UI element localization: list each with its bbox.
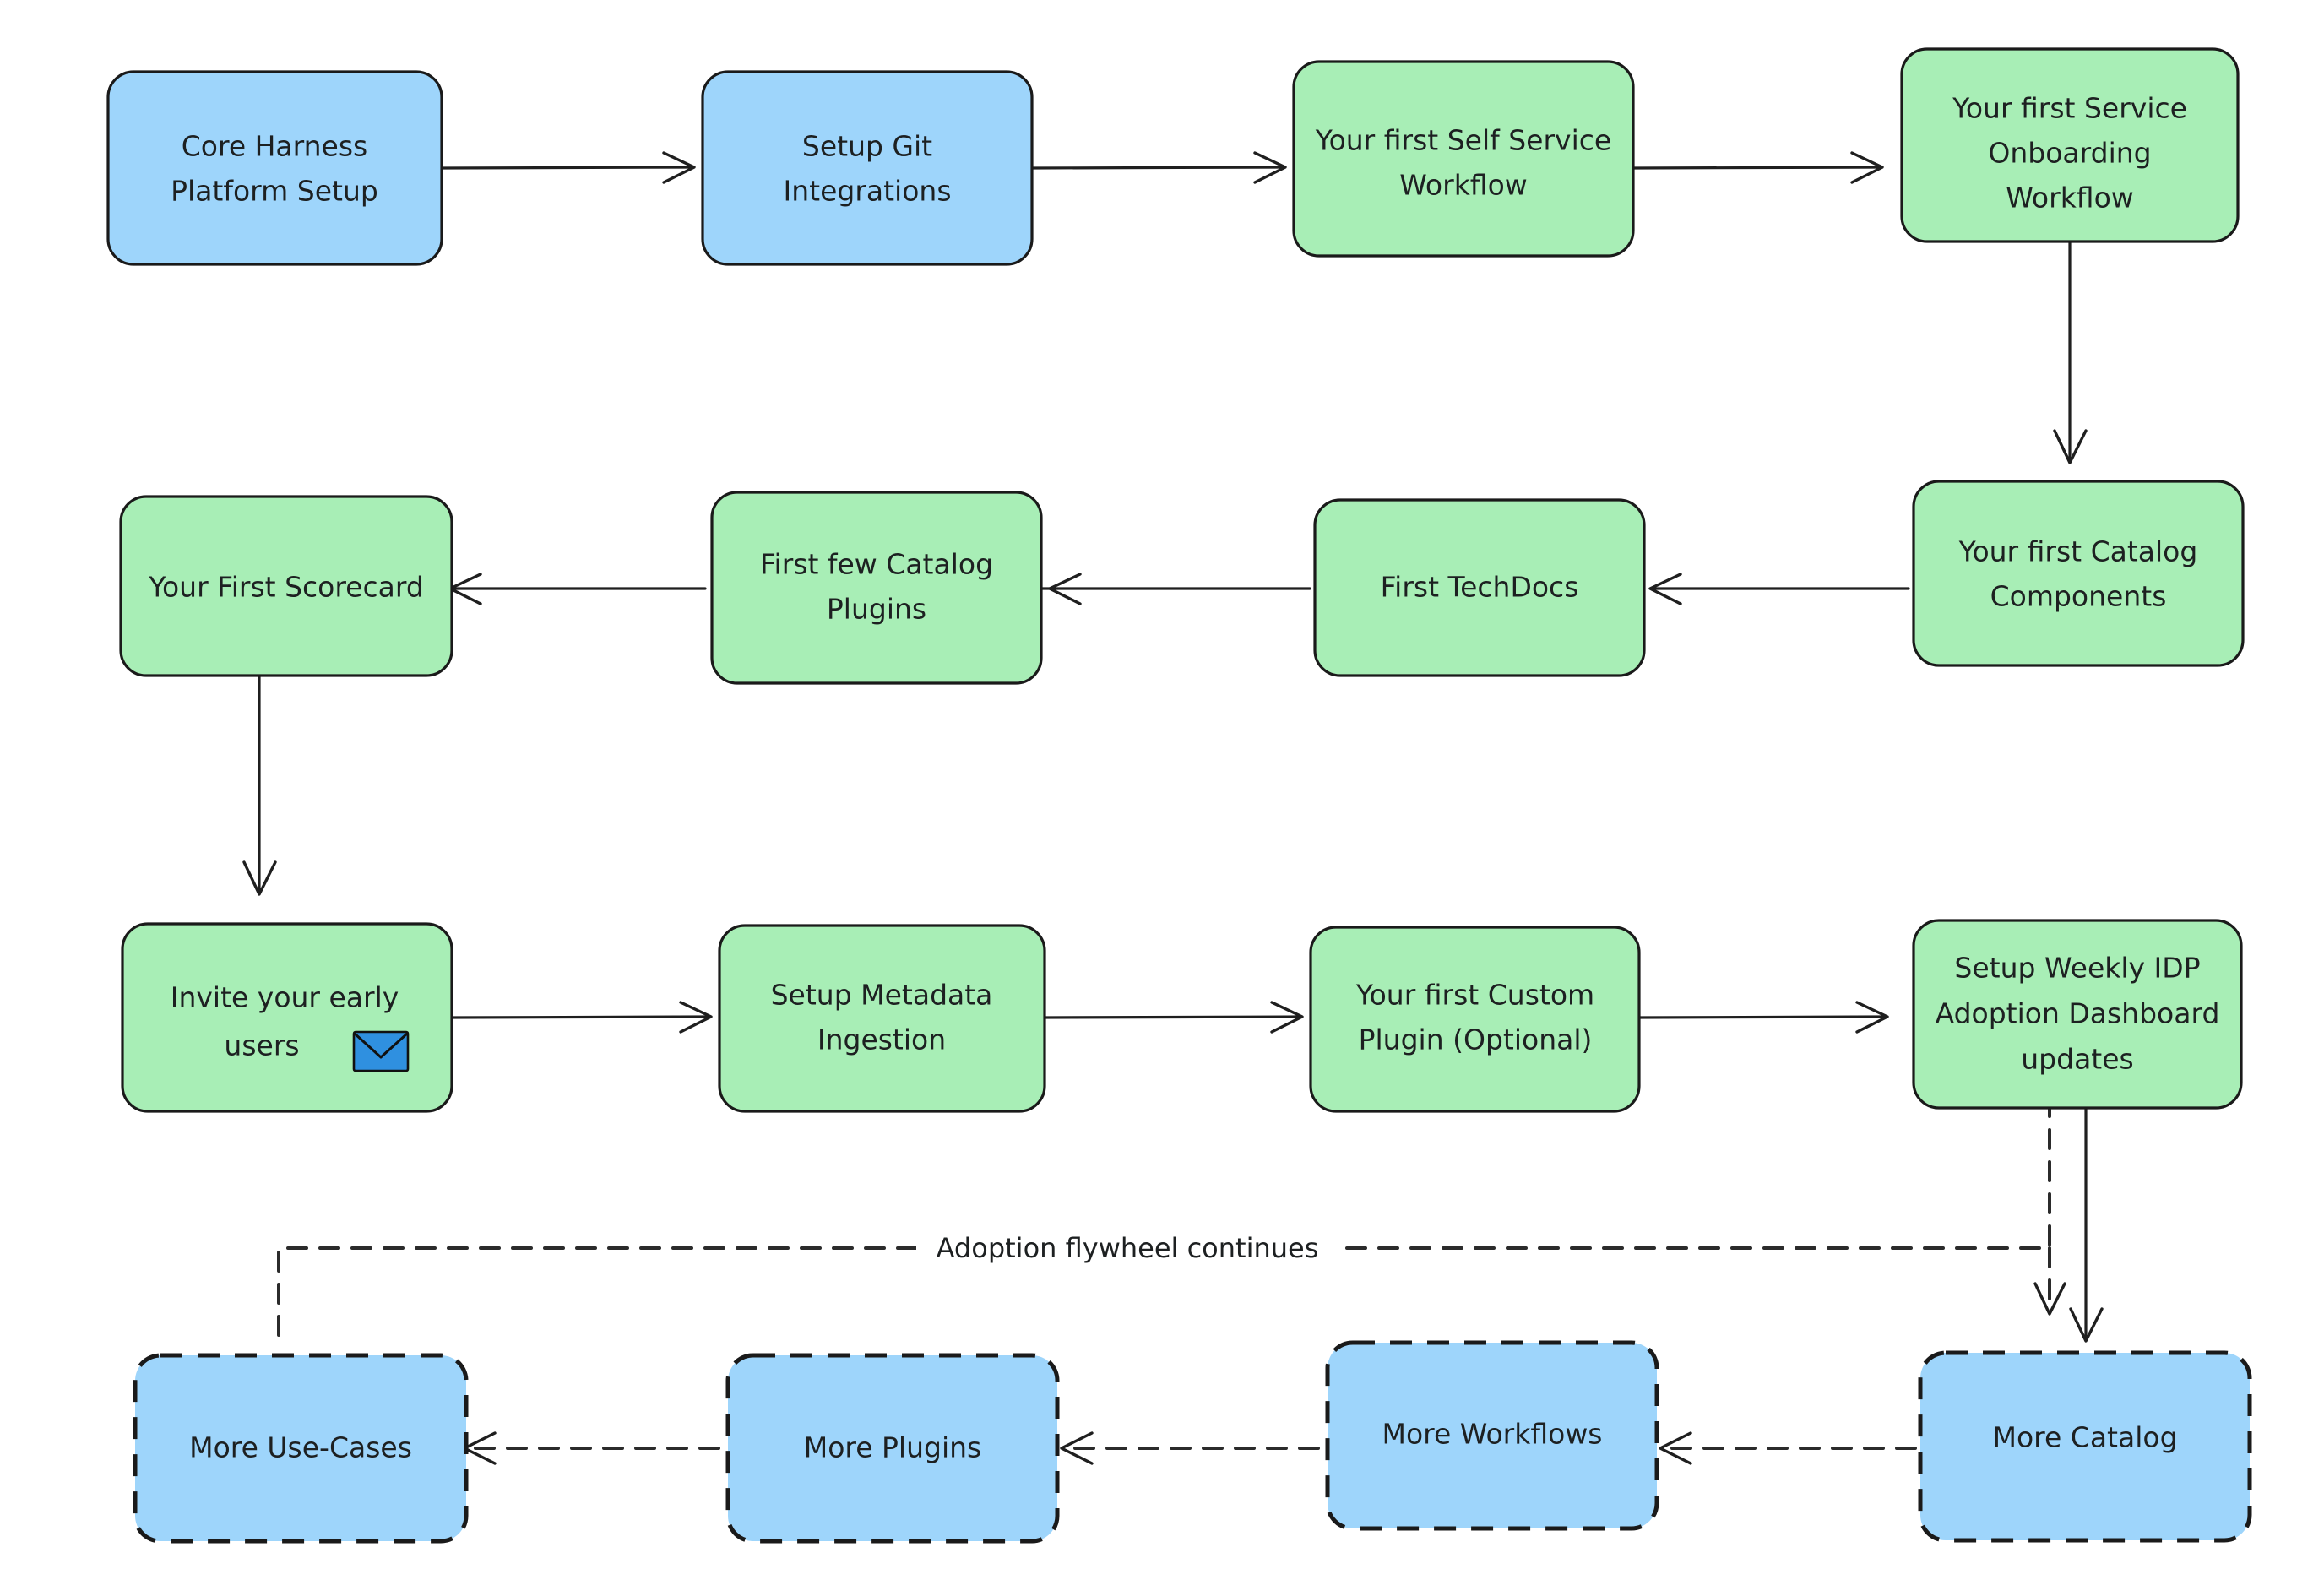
node-more-workflows-line1: More Workflows [1382,1418,1602,1451]
node-setup-git-integrations-line1: Setup Git [802,130,932,163]
flywheel-label-backdrop [916,1227,1338,1271]
node-your-first-scorecard-line1: Your First Scorecard [148,571,424,604]
node-your-first-service-onboarding-workflow-shape[interactable] [1900,47,2240,243]
node-your-first-custom-plugin[interactable]: Your first Custom Plugin (Optional) [1309,926,1641,1113]
node-first-few-catalog-plugins-line1: First few Catalog [760,548,993,581]
node-more-catalog-line1: More Catalog [1992,1421,2177,1454]
node-core-harness-platform-setup-shape[interactable] [106,70,443,266]
node-your-first-catalog-components-line2: Components [1990,580,2167,613]
node-invite-your-early-users-shape[interactable] [121,922,453,1113]
edge-onboarding-to-catalog-components [2053,239,2088,464]
node-more-use-cases-shape[interactable] [133,1353,469,1544]
node-first-techdocs-line1: First TechDocs [1381,571,1579,604]
nodes-layer: Core Harness Platform Setup Setup Git In… [106,47,2252,1544]
node-setup-weekly-idp-line1: Setup Weekly IDP [1954,952,2200,985]
edge-weekly-idp-to-more-catalog [2069,1096,2104,1343]
node-more-catalog[interactable]: More Catalog [1918,1350,2252,1543]
node-more-plugins-shape[interactable] [725,1353,1060,1544]
node-your-first-catalog-components-line1: Your first Catalog [1958,535,2198,568]
node-your-first-self-service-workflow-shape[interactable] [1292,60,1635,258]
node-your-first-scorecard[interactable]: Your First Scorecard [119,495,453,677]
node-your-first-self-service-workflow-line2: Workflow [1399,169,1528,202]
node-more-workflows[interactable]: More Workflows [1325,1340,1659,1531]
node-your-first-service-onboarding-workflow-line2: Onboarding [1988,137,2151,170]
node-more-use-cases-line1: More Use-Cases [189,1431,412,1464]
node-more-plugins-line1: More Plugins [804,1431,982,1464]
node-first-techdocs[interactable]: First TechDocs [1313,498,1646,677]
node-more-plugins[interactable]: More Plugins [725,1353,1060,1544]
node-core-harness-platform-setup-line1: Core Harness [182,130,368,163]
node-core-harness-platform-setup[interactable]: Core Harness Platform Setup [106,70,443,266]
node-first-few-catalog-plugins-shape[interactable] [710,491,1043,685]
node-first-techdocs-shape[interactable] [1313,498,1646,677]
node-first-few-catalog-plugins-line2: Plugins [827,593,926,626]
edge-more-catalog-to-more-workflows [1659,1431,1917,1465]
edge-metadata-to-custom-plugin [1043,1001,1304,1034]
node-your-first-service-onboarding-workflow-line1: Your first Service [1952,92,2187,125]
node-core-harness-platform-setup-line2: Platform Setup [171,175,378,208]
node-your-first-custom-plugin-shape[interactable] [1309,926,1641,1113]
edge-label-adoption-flywheel: Adoption flywheel continues [937,1232,1319,1264]
node-invite-your-early-users-line1: Invite your early [171,981,399,1014]
node-more-workflows-shape[interactable] [1325,1340,1659,1531]
edge-custom-plugin-to-weekly-idp [1637,1001,1889,1034]
node-setup-weekly-idp-shape[interactable] [1912,919,2243,1110]
node-setup-weekly-idp-line2: Adoption Dashboard [1936,997,2220,1030]
node-your-first-custom-plugin-line1: Your first Custom [1355,979,1594,1012]
node-setup-weekly-idp-adoption-dashboard-updates[interactable]: Setup Weekly IDP Adoption Dashboard upda… [1912,919,2243,1110]
node-setup-metadata-ingestion-shape[interactable] [718,924,1046,1113]
node-setup-git-integrations-shape[interactable] [701,70,1034,266]
node-your-first-self-service-workflow[interactable]: Your first Self Service Workflow [1292,60,1635,258]
node-first-few-catalog-plugins[interactable]: First few Catalog Plugins [710,491,1043,685]
node-invite-your-early-users[interactable]: Invite your early users [121,922,453,1113]
node-your-first-service-onboarding-workflow-line3: Workflow [2006,182,2134,214]
edge-git-to-self-service [1030,151,1287,184]
edge-core-to-git [440,151,696,184]
edges-layer: Adoption flywheel continues [242,151,2104,1465]
node-more-use-cases[interactable]: More Use-Cases [133,1353,469,1544]
node-invite-your-early-users-line2: users [224,1029,299,1062]
edge-invite-users-to-metadata [450,1001,713,1034]
node-more-catalog-shape[interactable] [1918,1350,2252,1543]
node-setup-weekly-idp-line3: updates [2021,1043,2133,1076]
node-your-first-self-service-workflow-line1: Your first Self Service [1315,124,1611,157]
envelope-icon [352,1030,410,1072]
edge-catalog-components-to-techdocs [1648,573,1910,605]
node-setup-git-integrations-line2: Integrations [783,175,951,208]
node-setup-git-integrations[interactable]: Setup Git Integrations [701,70,1034,266]
edge-self-service-to-onboarding [1632,151,1884,184]
edge-more-workflows-to-more-plugins [1060,1431,1320,1465]
node-setup-metadata-ingestion[interactable]: Setup Metadata Ingestion [718,924,1046,1113]
node-your-first-custom-plugin-line2: Plugin (Optional) [1359,1023,1593,1056]
node-your-first-catalog-components-shape[interactable] [1912,480,2245,667]
node-setup-metadata-ingestion-line2: Ingestion [817,1023,946,1056]
node-setup-metadata-ingestion-line1: Setup Metadata [771,979,993,1012]
node-your-first-scorecard-shape[interactable] [119,495,453,677]
node-your-first-service-onboarding-workflow[interactable]: Your first Service Onboarding Workflow [1900,47,2240,243]
edge-scorecard-to-invite-users [242,672,277,896]
node-your-first-catalog-components[interactable]: Your first Catalog Components [1912,480,2245,667]
edge-adoption-flywheel: Adoption flywheel continues [277,1096,2066,1340]
